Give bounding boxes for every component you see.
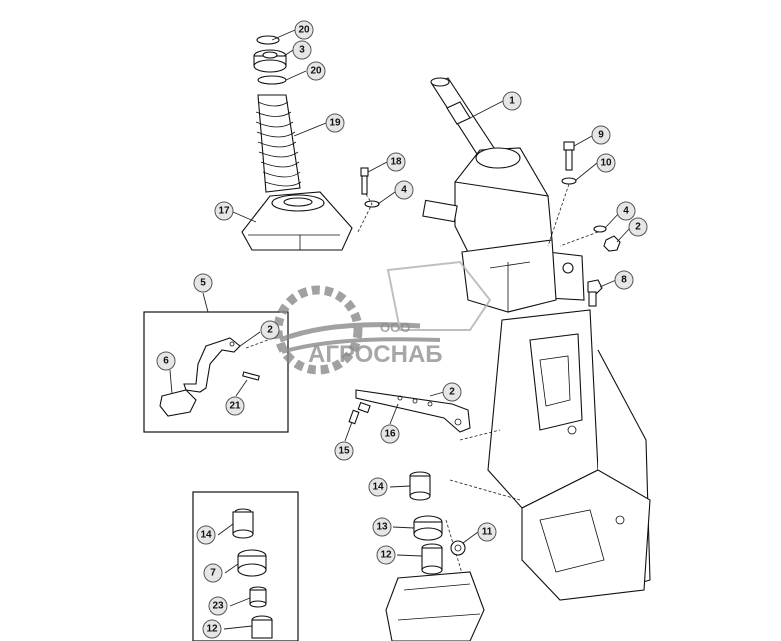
inset-box-5	[143, 311, 289, 433]
link-rod-16	[348, 389, 471, 433]
callout-17: 17	[214, 201, 234, 221]
svg-text:2: 2	[635, 222, 641, 233]
svg-text:2: 2	[449, 387, 455, 398]
callout-2-rod: 2	[442, 382, 462, 402]
leader-lines	[169, 29, 631, 630]
svg-text:21: 21	[229, 401, 241, 412]
svg-text:15: 15	[338, 446, 350, 457]
callout-23: 23	[208, 596, 228, 616]
callout-19: 19	[325, 113, 345, 133]
callout-4-right: 4	[616, 201, 636, 221]
bolt-9-assembly	[547, 141, 577, 247]
svg-text:3: 3	[299, 45, 305, 56]
callout-11: 11	[477, 522, 497, 542]
svg-text:23: 23	[212, 601, 224, 612]
callout-20-mid: 20	[306, 61, 326, 81]
callout-2-inset: 2	[260, 320, 280, 340]
callout-2-right: 2	[628, 217, 648, 237]
inset-box-gears	[192, 491, 299, 641]
callout-16: 16	[380, 424, 400, 444]
svg-text:12: 12	[206, 624, 218, 635]
callout-8: 8	[614, 270, 634, 290]
callout-6: 6	[156, 351, 176, 371]
steering-column-frame	[445, 309, 651, 601]
callout-7: 7	[203, 563, 223, 583]
callout-13: 13	[372, 517, 392, 537]
callout-14-right: 14	[368, 477, 388, 497]
watermark-brand: АГРОСНАБ	[308, 341, 443, 368]
svg-text:9: 9	[598, 130, 604, 141]
shift-lever-assembly	[422, 77, 585, 313]
lower-gear-stack	[385, 471, 485, 641]
callout-20-top: 20	[294, 20, 314, 40]
svg-text:17: 17	[218, 206, 230, 217]
nut-2-assembly	[559, 225, 621, 252]
callout-10: 10	[596, 153, 616, 173]
callout-3: 3	[292, 40, 312, 60]
svg-text:8: 8	[621, 275, 627, 286]
svg-text:12: 12	[380, 550, 392, 561]
svg-text:14: 14	[372, 482, 384, 493]
callouts: 20 3 20 19 17 18 4 1 9 10 4 2 8 5 2 6 21…	[156, 20, 648, 639]
svg-text:11: 11	[482, 527, 493, 538]
svg-text:2: 2	[267, 325, 273, 336]
boot-assembly	[241, 35, 353, 251]
bolt-18-assembly	[357, 167, 380, 233]
svg-text:4: 4	[401, 185, 407, 196]
bolt-8	[587, 279, 603, 307]
svg-text:20: 20	[298, 25, 310, 36]
callout-4-left: 4	[394, 180, 414, 200]
svg-text:13: 13	[376, 522, 388, 533]
svg-text:5: 5	[200, 278, 206, 289]
svg-text:1: 1	[509, 96, 515, 107]
callout-15: 15	[334, 441, 354, 461]
callout-12-inset: 12	[202, 619, 222, 639]
svg-text:16: 16	[384, 429, 396, 440]
callout-14-inset: 14	[196, 525, 216, 545]
callout-18: 18	[386, 152, 406, 172]
svg-text:6: 6	[163, 356, 169, 367]
callout-9: 9	[591, 125, 611, 145]
svg-text:19: 19	[329, 118, 341, 129]
watermark-prefix: ООО	[380, 320, 410, 335]
svg-text:20: 20	[310, 66, 322, 77]
watermark-logo	[273, 260, 492, 375]
svg-text:10: 10	[600, 158, 612, 169]
callout-5: 5	[193, 273, 213, 293]
svg-text:14: 14	[200, 530, 212, 541]
callout-21: 21	[225, 396, 245, 416]
svg-text:7: 7	[210, 568, 216, 579]
svg-text:18: 18	[390, 157, 402, 168]
svg-text:4: 4	[623, 206, 629, 217]
callout-12-right: 12	[376, 545, 396, 565]
callout-1: 1	[502, 91, 522, 111]
